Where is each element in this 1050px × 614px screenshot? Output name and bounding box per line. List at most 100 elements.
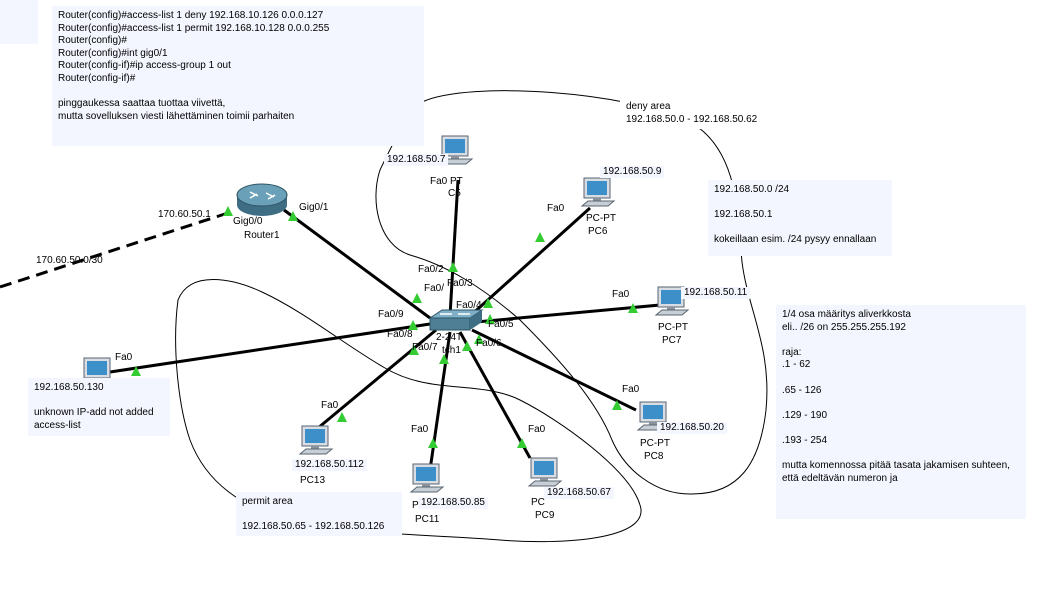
- router-name: Router1: [244, 230, 280, 241]
- switch-port-fa0-2: Fa0/2: [418, 264, 444, 275]
- note-line: [714, 222, 886, 235]
- switch-port-fa0-3: Fa0/3: [447, 278, 473, 289]
- corner-note: [0, 0, 38, 44]
- note-line: [782, 448, 1020, 461]
- switch-port-fa0-1: Fa0/: [424, 283, 445, 294]
- note-line: .193 - 254: [782, 434, 828, 446]
- pc-left-port: Fa0: [115, 352, 133, 363]
- switch-port-fa0-9: Fa0/9: [378, 309, 404, 320]
- link-pcleft-switch: [109, 322, 431, 374]
- pc7-name: PC7: [662, 335, 682, 346]
- link-pc7-switch: [475, 303, 661, 324]
- note-line: 1/4 osa määritys aliverkkosta: [782, 309, 911, 320]
- pc8-type: PC-PT: [640, 438, 670, 449]
- port-up-indicator: [428, 438, 438, 448]
- pc13-icon[interactable]: [298, 424, 334, 458]
- pc11-type: P: [412, 500, 419, 511]
- note-line: että edeltävän numeron ja: [782, 472, 898, 484]
- note-line: .1 - 62: [782, 359, 811, 371]
- pc5-ip: 192.168.50.7: [384, 154, 449, 166]
- port-up-indicator: [439, 354, 449, 364]
- switch-port-fa0-8: Fa0/8: [387, 329, 413, 340]
- link-pc9-switch: [458, 331, 532, 459]
- pc11-icon[interactable]: [409, 462, 445, 496]
- pc5-name: C5: [448, 188, 461, 199]
- note-line: .129 - 190: [782, 409, 828, 421]
- port-up-indicator: [535, 232, 545, 242]
- note-line: Router(config)#access-list 1 deny 192.16…: [58, 10, 324, 21]
- note-line: Router(config)#access-list 1 permit 192.…: [58, 22, 330, 34]
- note-line: [782, 372, 1020, 385]
- note-line: Router(config)#: [58, 35, 127, 47]
- router-port-left: Gig0/0: [233, 216, 263, 227]
- link-router-switch: [283, 208, 431, 320]
- switch-port-fa0-5: Fa0/5: [488, 319, 514, 330]
- note-line: [782, 334, 1020, 347]
- port-up-indicator: [412, 293, 422, 303]
- note-line: .65 - 126: [782, 384, 822, 396]
- pc8-port: Fa0: [622, 384, 640, 395]
- pc11-ip: 192.168.50.85: [418, 497, 488, 509]
- permit-area-note: permit area 192.168.50.65 - 192.168.50.12…: [236, 492, 402, 536]
- deny-area-outline: [375, 90, 768, 495]
- router-icon[interactable]: [236, 183, 288, 216]
- port-status-indicators: [131, 206, 638, 448]
- pc9-icon[interactable]: [527, 456, 563, 490]
- pc13-name: PC13: [300, 475, 326, 486]
- switch-name-fragment2: tch1: [442, 345, 461, 356]
- switch-port-fa0-6: Fa0/6: [476, 338, 502, 349]
- note-line: access-list: [34, 419, 81, 431]
- pc5-type: Fa0 PT: [430, 176, 463, 187]
- pc9-ip: 192.168.50.67: [544, 487, 614, 499]
- link-pc6-switch: [468, 206, 592, 318]
- port-up-indicator: [474, 334, 484, 344]
- note-line: 192.168.50.0 - 192.168.50.62: [626, 113, 758, 125]
- port-up-indicator: [448, 262, 458, 272]
- switch-icon[interactable]: [428, 309, 484, 331]
- pc6-ip: 192.168.50.9: [600, 166, 665, 178]
- note-line: raja:: [782, 346, 802, 358]
- router-network: 170.60.50.0/30: [36, 255, 103, 266]
- port-up-indicator: [337, 412, 347, 422]
- port-up-indicator: [483, 298, 493, 308]
- pc7-port: Fa0: [612, 289, 630, 300]
- link-pc5-switch: [448, 179, 460, 317]
- note-line: 192.168.50.65 - 192.168.50.126: [242, 521, 385, 533]
- pc9-type: PC: [531, 497, 545, 508]
- note-line: unknown IP-add not added: [34, 407, 154, 419]
- note-line: pinggaukessa saattaa tuottaa viivettä,: [58, 98, 226, 110]
- port-up-indicator: [462, 341, 472, 351]
- note-line: [58, 86, 418, 99]
- note-line: [782, 422, 1020, 435]
- note-line: Router(config)#int gig0/1: [58, 47, 168, 59]
- pc7-type: PC-PT: [658, 322, 688, 333]
- port-up-indicator: [628, 303, 638, 313]
- port-up-indicator: [612, 400, 622, 410]
- pc11-port: Fa0: [411, 424, 429, 435]
- port-up-indicator: [485, 314, 495, 324]
- note-line: [782, 397, 1020, 410]
- link-router-internet: [0, 211, 229, 289]
- pc6-type: PC-PT: [586, 213, 616, 224]
- note-line: deny area: [626, 101, 671, 112]
- note-line: permit area: [242, 496, 293, 507]
- note-line: 192.168.50.0 /24: [714, 184, 790, 195]
- note-line: [714, 197, 886, 210]
- note-line: [34, 395, 164, 408]
- pc6-icon[interactable]: [580, 176, 616, 210]
- note-line: 192.168.50.130: [34, 382, 104, 393]
- note-line: kokeillaan esim. /24 pysyy ennallaan: [714, 234, 877, 246]
- pc6-port: Fa0: [547, 203, 565, 214]
- note-line: [242, 509, 396, 522]
- note-line: mutta sovelluksen viesti lähettäminen to…: [58, 110, 295, 122]
- router-port-right: Gig0/1: [299, 202, 329, 213]
- pc9-name: PC9: [535, 510, 555, 521]
- pc6-name: PC6: [588, 226, 608, 237]
- pc7-icon[interactable]: [654, 285, 690, 319]
- pc11-name: PC11: [415, 514, 440, 525]
- link-pc13-switch: [317, 328, 437, 430]
